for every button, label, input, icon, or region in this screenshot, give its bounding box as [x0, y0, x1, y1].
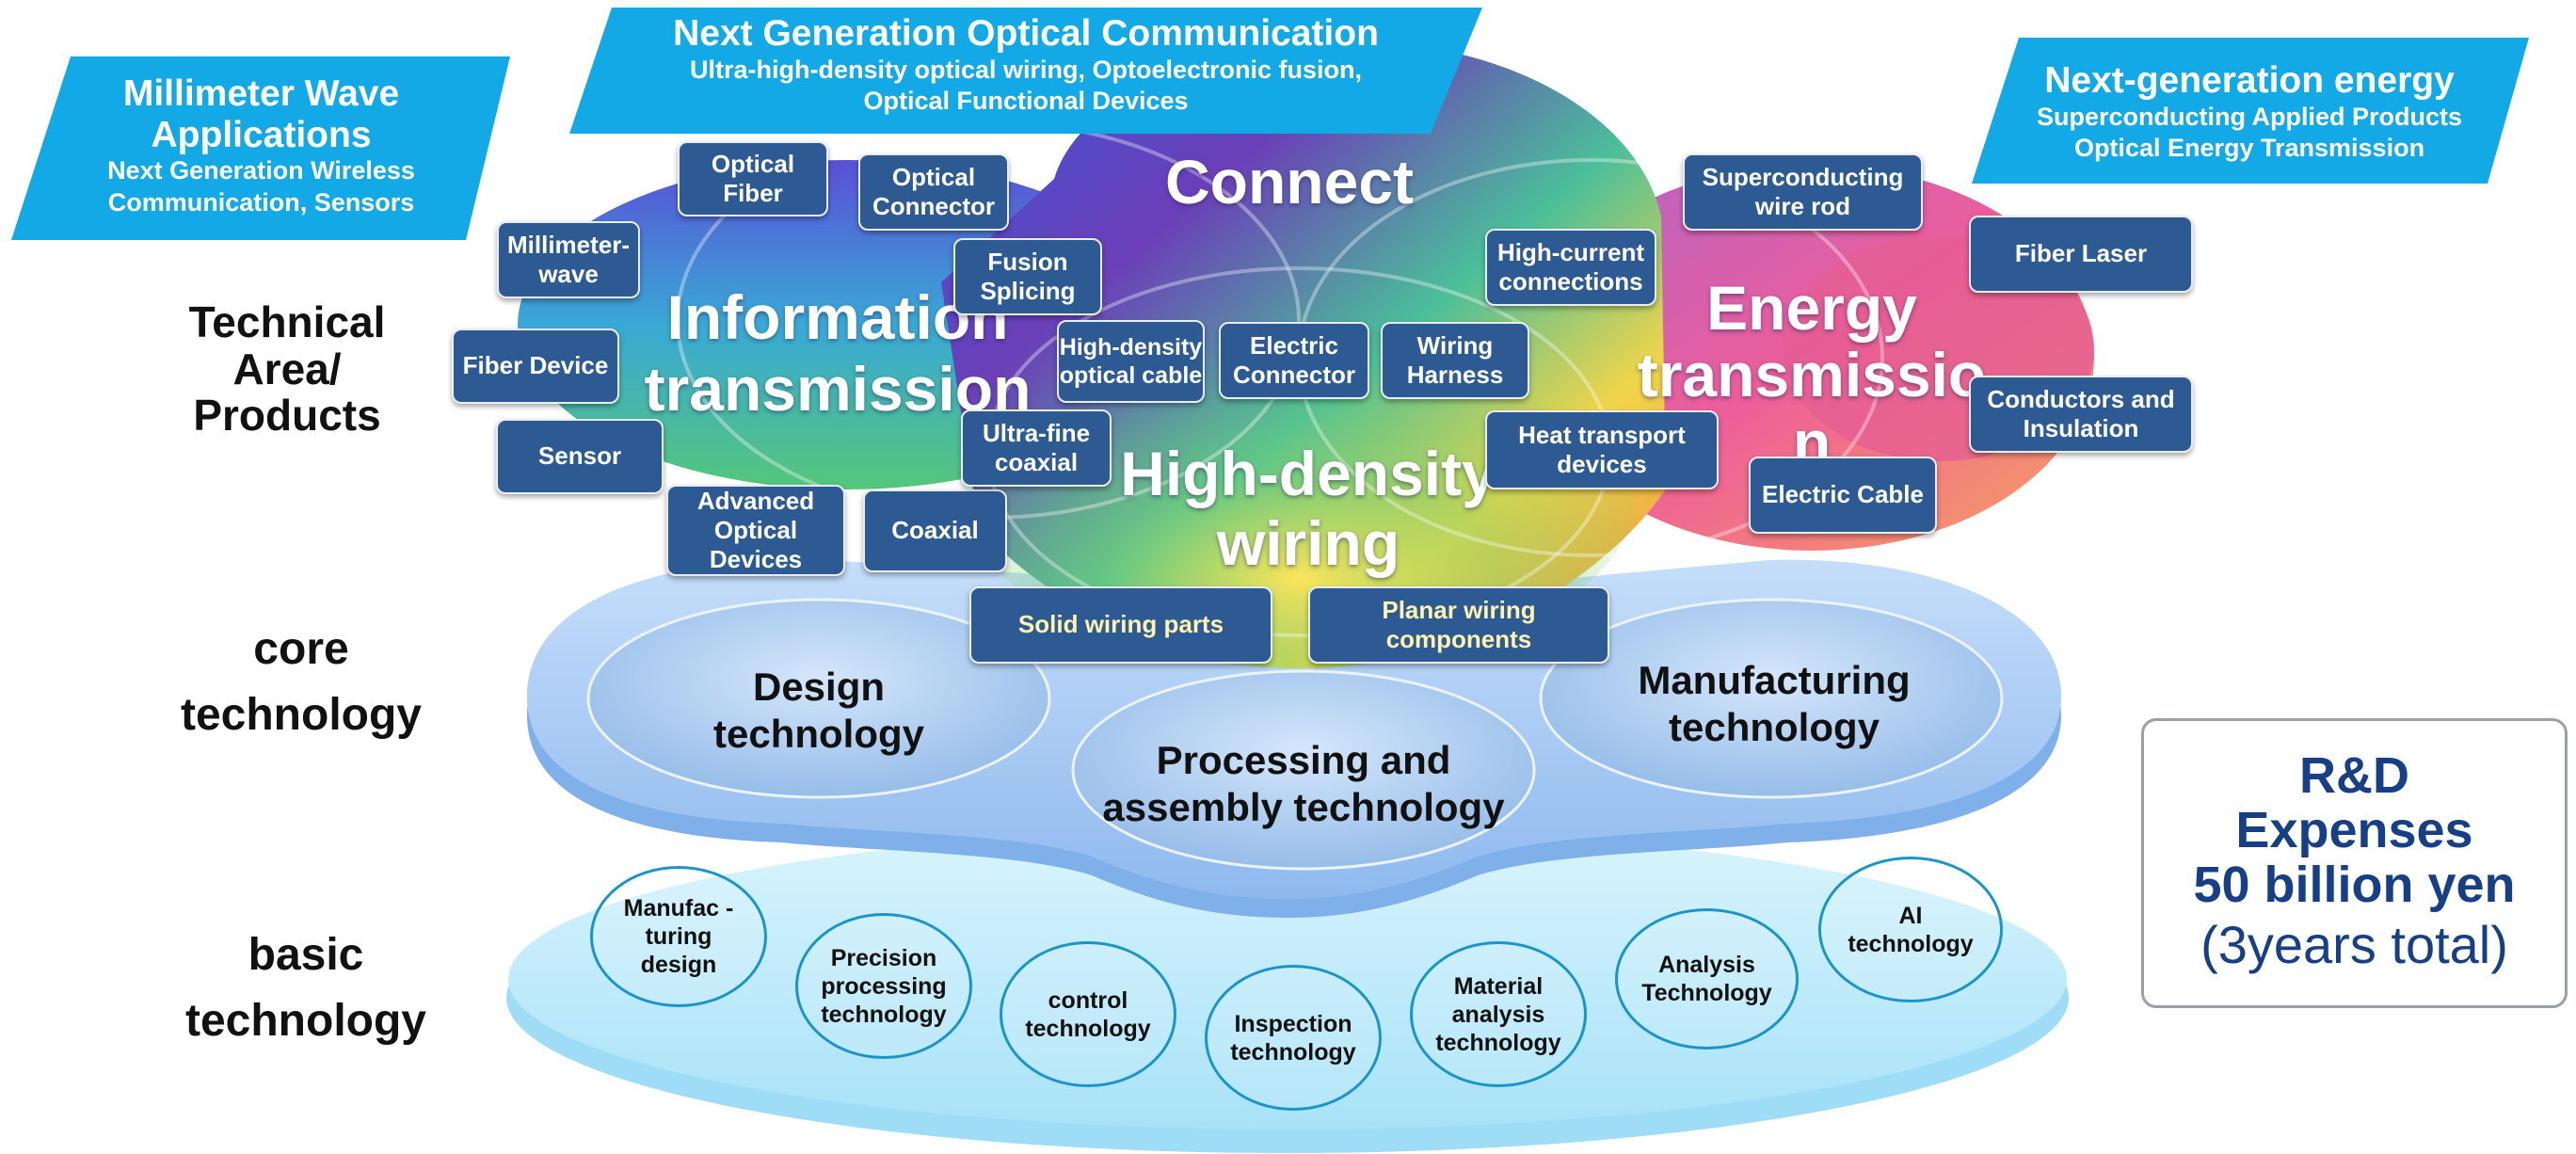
rd-expenses-box: R&D Expenses 50 billion yen (3years tota…: [2141, 718, 2568, 1008]
banner-energy: Next-generation energy Superconducting A…: [1986, 60, 2513, 165]
banner-optical: Next Generation Optical Communication Ul…: [602, 13, 1449, 118]
row-label-technical: Technical Area/ Products: [188, 297, 386, 441]
product-optical-fiber: Optical Fiber: [678, 141, 828, 216]
core-processing-assembly: Processing and assembly technology: [1102, 737, 1505, 829]
product-conductors-insulation: Conductors and Insulation: [1969, 376, 2193, 453]
row-label-basic: basic technology: [184, 930, 426, 1046]
core-manufacturing-technology: Manufacturing technology: [1638, 657, 1911, 749]
core-design-technology: Design technology: [712, 664, 924, 756]
banner-millimeter-title: Millimeter Wave Applications: [122, 73, 400, 155]
basic-material-analysis: Material analysis technology: [1410, 941, 1587, 1087]
basic-inspection-technology: Inspection technology: [1205, 965, 1382, 1111]
product-advanced-optical-devices: Advanced Optical Devices: [666, 485, 845, 576]
basic-analysis-technology: Analysis Technology: [1615, 908, 1799, 1050]
product-planar-wiring-components: Planar wiring components: [1308, 586, 1609, 664]
product-fiber-device: Fiber Device: [452, 329, 619, 404]
product-coaxial: Coaxial: [863, 489, 1007, 572]
core-plate: [527, 553, 2061, 918]
product-wiring-harness: Wiring Harness: [1381, 322, 1529, 399]
rd-line2: Expenses: [2235, 801, 2473, 858]
row-label-core: core technology: [180, 624, 422, 740]
product-fiber-laser: Fiber Laser: [1969, 216, 2193, 293]
product-high-current-connections: High-current connections: [1485, 229, 1656, 306]
rd-line4: (3years total): [2200, 915, 2508, 975]
product-millimeter-wave: Millimeter-wave: [497, 221, 640, 298]
basic-control-technology: control technology: [1000, 941, 1176, 1087]
banner-energy-shape: [1972, 38, 2529, 184]
basic-ai-technology: AI technology: [1818, 857, 2003, 1002]
product-ultra-fine-coaxial: Ultra-fine coaxial: [961, 409, 1112, 487]
product-solid-wiring-parts: Solid wiring parts: [969, 586, 1272, 664]
banner-energy-line1: Superconducting Applied Products: [2036, 102, 2462, 131]
product-sensor: Sensor: [496, 419, 664, 494]
banner-energy-title: Next-generation energy: [2044, 60, 2455, 101]
banner-millimeter-subtitle: Next Generation Wireless Communication, …: [107, 156, 415, 217]
basic-manufacturing-design: Manufac -turing design: [590, 866, 767, 1007]
banner-millimeter: Millimeter Wave Applications Next Genera…: [38, 73, 485, 219]
product-heat-transport-devices: Heat transport devices: [1485, 410, 1719, 489]
banner-optical-shape: [569, 8, 1482, 134]
rd-line3: 50 billion yen: [2193, 857, 2516, 914]
banner-optical-line1: Ultra-high-density optical wiring, Optoe…: [689, 55, 1363, 84]
basic-precision-processing: Precision processing technology: [795, 913, 972, 1059]
product-electric-cable: Electric Cable: [1749, 457, 1937, 534]
product-superconducting-wire-rod: Superconducting wire rod: [1683, 153, 1923, 231]
banner-energy-line2: Optical Energy Transmission: [2073, 134, 2425, 163]
banner-millimeter-shape: [11, 56, 510, 240]
product-electric-connector: Electric Connector: [1219, 322, 1369, 399]
product-fusion-splicing: Fusion Splicing: [953, 238, 1102, 315]
rd-line1: R&D: [2299, 746, 2409, 804]
product-optical-connector: Optical Connector: [858, 153, 1009, 231]
area-high-density: High-density wiring: [1120, 439, 1496, 578]
banner-optical-title: Next Generation Optical Communication: [673, 13, 1379, 54]
product-high-density-optical-cable: High-density optical cable: [1057, 320, 1205, 403]
banner-optical-line2: Optical Functional Devices: [863, 87, 1189, 116]
area-connect: Connect: [1165, 147, 1414, 216]
